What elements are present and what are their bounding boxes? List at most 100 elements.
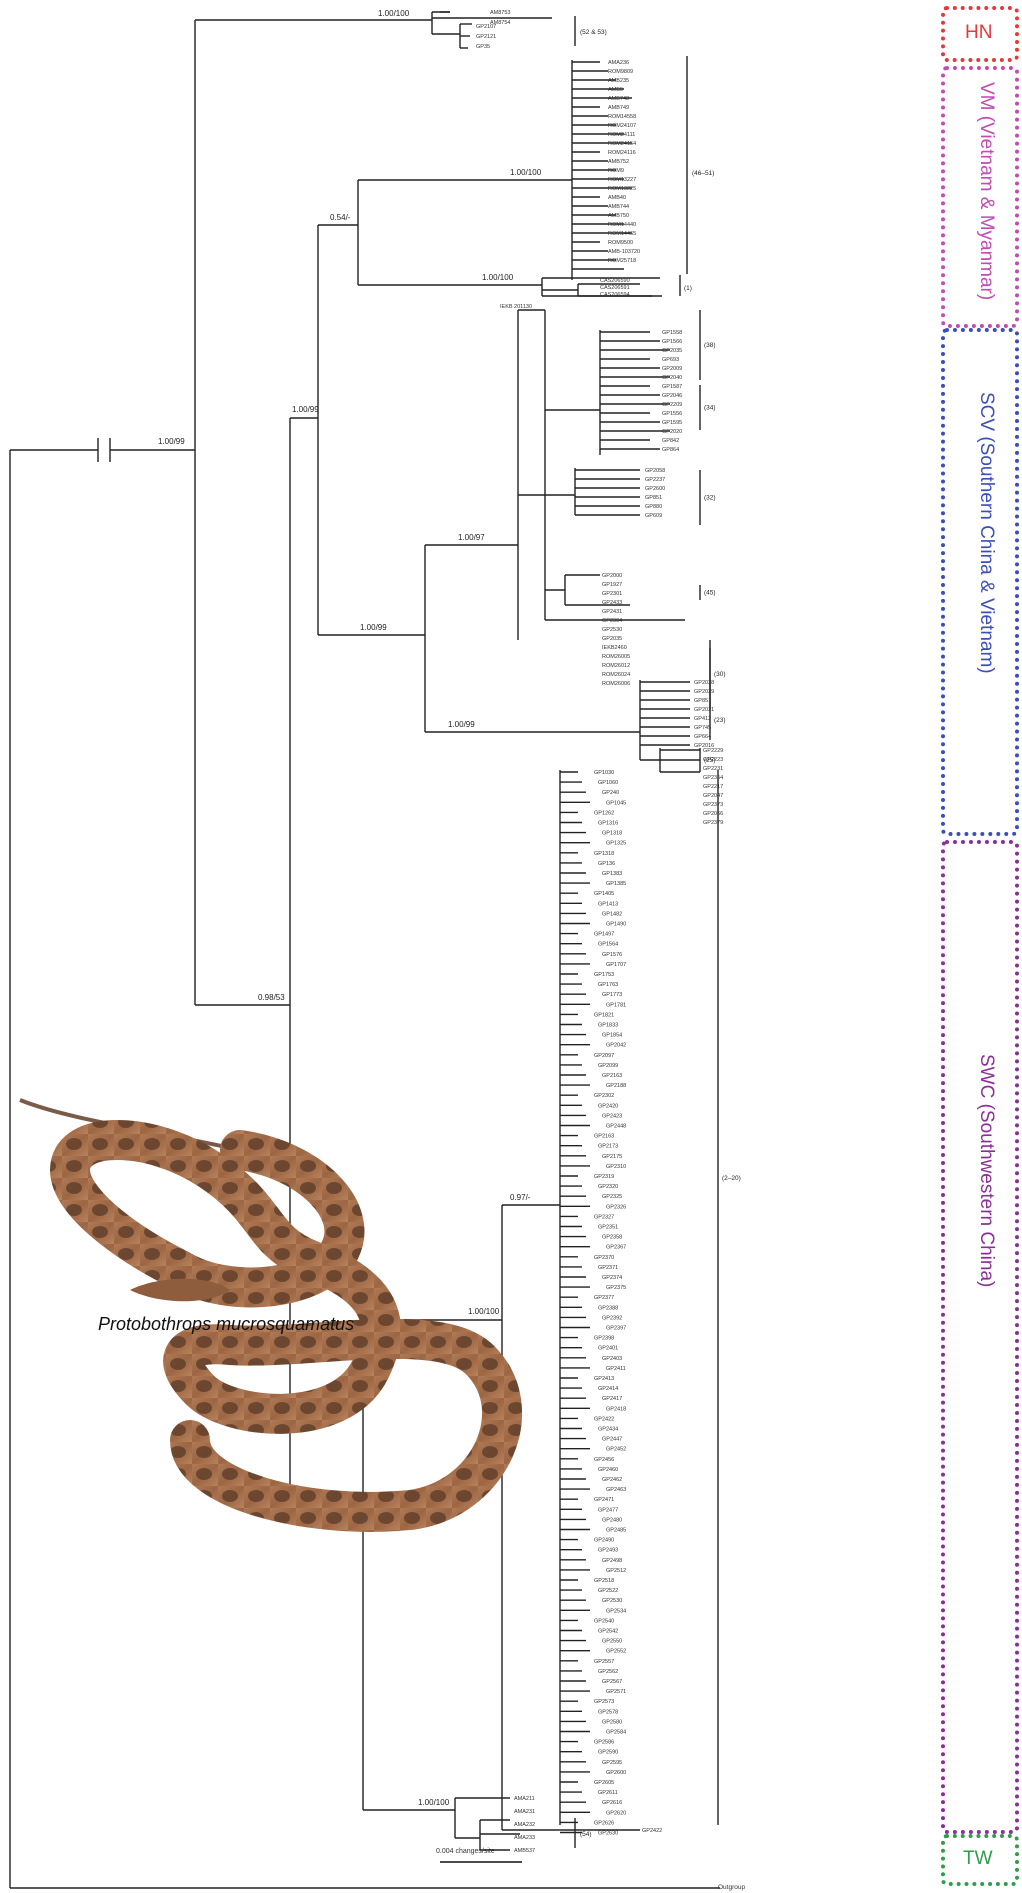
tip-label: GP2035	[662, 348, 682, 354]
node-support: 0.54/-	[330, 213, 351, 222]
tip-label: AMB40	[608, 195, 626, 201]
tip-label: ROM9500	[608, 240, 633, 246]
tip-label: GP1030	[594, 770, 614, 776]
tip-label: GP2028	[694, 680, 714, 686]
node-support: 1.00/99	[360, 623, 387, 632]
tip-label: CAS206591	[600, 285, 630, 291]
tip-label: GP1556	[662, 411, 682, 417]
tip-label: GP2046	[662, 393, 682, 399]
tip-label: GP2000	[602, 573, 622, 579]
tip-label: AMB750	[608, 213, 629, 219]
tip-label: GP2107	[476, 24, 496, 30]
tip-label: AMB752	[608, 159, 629, 165]
tip-label: GP2097	[594, 1053, 614, 1059]
tip-label: AMB537	[514, 1848, 535, 1854]
tip-label: ROM24111	[608, 132, 635, 138]
tip-label: GP2562	[598, 1669, 618, 1675]
tip-label: GP1707	[606, 962, 626, 968]
tip-label: ROM24107	[608, 123, 636, 129]
tip-label: GP2373	[703, 802, 723, 808]
tip-label: GP1753	[594, 972, 614, 978]
clade-bracket-label: (54)	[580, 1831, 592, 1838]
tip-label: GP2231	[703, 766, 723, 772]
tip-label: ROM9809	[608, 69, 633, 75]
tip-label: GP1576	[602, 952, 622, 958]
tip-label: GP1927	[602, 582, 622, 588]
clade-box-hn: HN	[941, 6, 1019, 62]
clade-label-tw: TW	[963, 1848, 993, 1870]
tip-label: CAS206590	[600, 278, 630, 284]
tip-label: GP1385	[606, 881, 626, 887]
tip-label: GP1316	[598, 821, 618, 827]
tip-label: GP2099	[598, 1063, 618, 1069]
tip-label: GP2237	[645, 477, 665, 483]
tip-label: GP745	[694, 725, 711, 731]
tip-label: GP2163	[602, 1073, 622, 1079]
tip-label: GP664	[694, 734, 711, 740]
tip-label: GP1558	[662, 330, 682, 336]
tip-label: GP2600	[645, 486, 665, 492]
node-support: 1.00/99	[292, 405, 319, 414]
node-support: 1.00/99	[158, 437, 185, 446]
tip-label: AMA232	[514, 1822, 535, 1828]
clade-label-hn: HN	[965, 22, 992, 44]
tip-label: GP1325	[606, 841, 626, 847]
clade-label-vm: VM (Vietnam & Myanmar)	[975, 82, 997, 300]
tip-label: GP2040	[662, 375, 682, 381]
tip-label: GP2047	[703, 793, 723, 799]
tip-label: AM8753	[490, 10, 511, 16]
tip-label: GP2584	[606, 1730, 626, 1736]
tip-label: GP2431	[602, 609, 622, 615]
tip-label: GP2035	[602, 636, 622, 642]
tip-label: GP1564	[598, 942, 618, 948]
tip-label: GP1833	[598, 1023, 618, 1029]
tip-label: GP2542	[598, 1629, 618, 1635]
tip-label: GP2586	[594, 1740, 614, 1746]
node-support: 1.00/100	[418, 1798, 450, 1807]
tip-label: GP2009	[662, 366, 682, 372]
tip-label: GP2567	[602, 1679, 622, 1685]
tip-label: ROM9	[608, 168, 624, 174]
tip-label: GP2522	[598, 1588, 618, 1594]
node-support: 1.00/97	[458, 533, 485, 542]
tip-label: CAS206594	[600, 292, 630, 298]
tip-label: ROM26005	[602, 654, 630, 660]
tip-label: GP2379	[703, 820, 723, 826]
tip-label: GP2354	[703, 775, 723, 781]
node-support: 1.00/99	[448, 720, 475, 729]
tip-label: ROM26012	[602, 663, 630, 669]
node-support: 1.00/100	[482, 273, 514, 282]
tip-label: GP2630	[598, 1831, 618, 1837]
tip-label: ROM14465	[608, 231, 636, 237]
tip-label: GP2626	[594, 1820, 614, 1826]
node-support: 1.00/100	[378, 9, 410, 18]
tip-label: GP2422	[642, 1828, 662, 1834]
tip-label: GP2573	[594, 1699, 614, 1705]
tip-label: ROM24154	[608, 141, 636, 147]
scale-bar-label: 0.004 changes/site	[436, 1848, 495, 1855]
tip-label: GP2217	[703, 784, 723, 790]
tip-label: GP1781	[606, 1002, 626, 1008]
tip-label: IEKB2460	[602, 645, 627, 651]
tip-label: GP136	[598, 861, 615, 867]
tip-label: AMA236	[608, 60, 629, 66]
tip-label: GP1595	[662, 420, 682, 426]
tip-label: GP2433	[602, 600, 622, 606]
tip-label: GP2595	[602, 1760, 622, 1766]
clade-box-swc: SWC (Southwestern China)	[941, 840, 1019, 1834]
tip-label: GP2530	[602, 1598, 622, 1604]
tip-label: ROM13227	[608, 177, 636, 183]
tip-label: GP609	[645, 513, 662, 519]
tip-label: AMB744	[608, 204, 629, 210]
species-name: Protobothrops mucrosquamatus	[98, 1314, 354, 1335]
tip-label: GP1566	[662, 339, 682, 345]
tip-label: GP2301	[602, 591, 622, 597]
clade-box-vm: VM (Vietnam & Myanmar)	[941, 66, 1019, 328]
clade-bracket-label: (23)	[714, 717, 726, 724]
tip-label: GP412	[694, 716, 711, 722]
tip-label: GP2020	[662, 429, 682, 435]
clade-label-scv: SCV (Southern China & Vietnam)	[975, 392, 997, 674]
node-support: 1.00/100	[510, 168, 542, 177]
tip-label: GP2029	[694, 689, 714, 695]
